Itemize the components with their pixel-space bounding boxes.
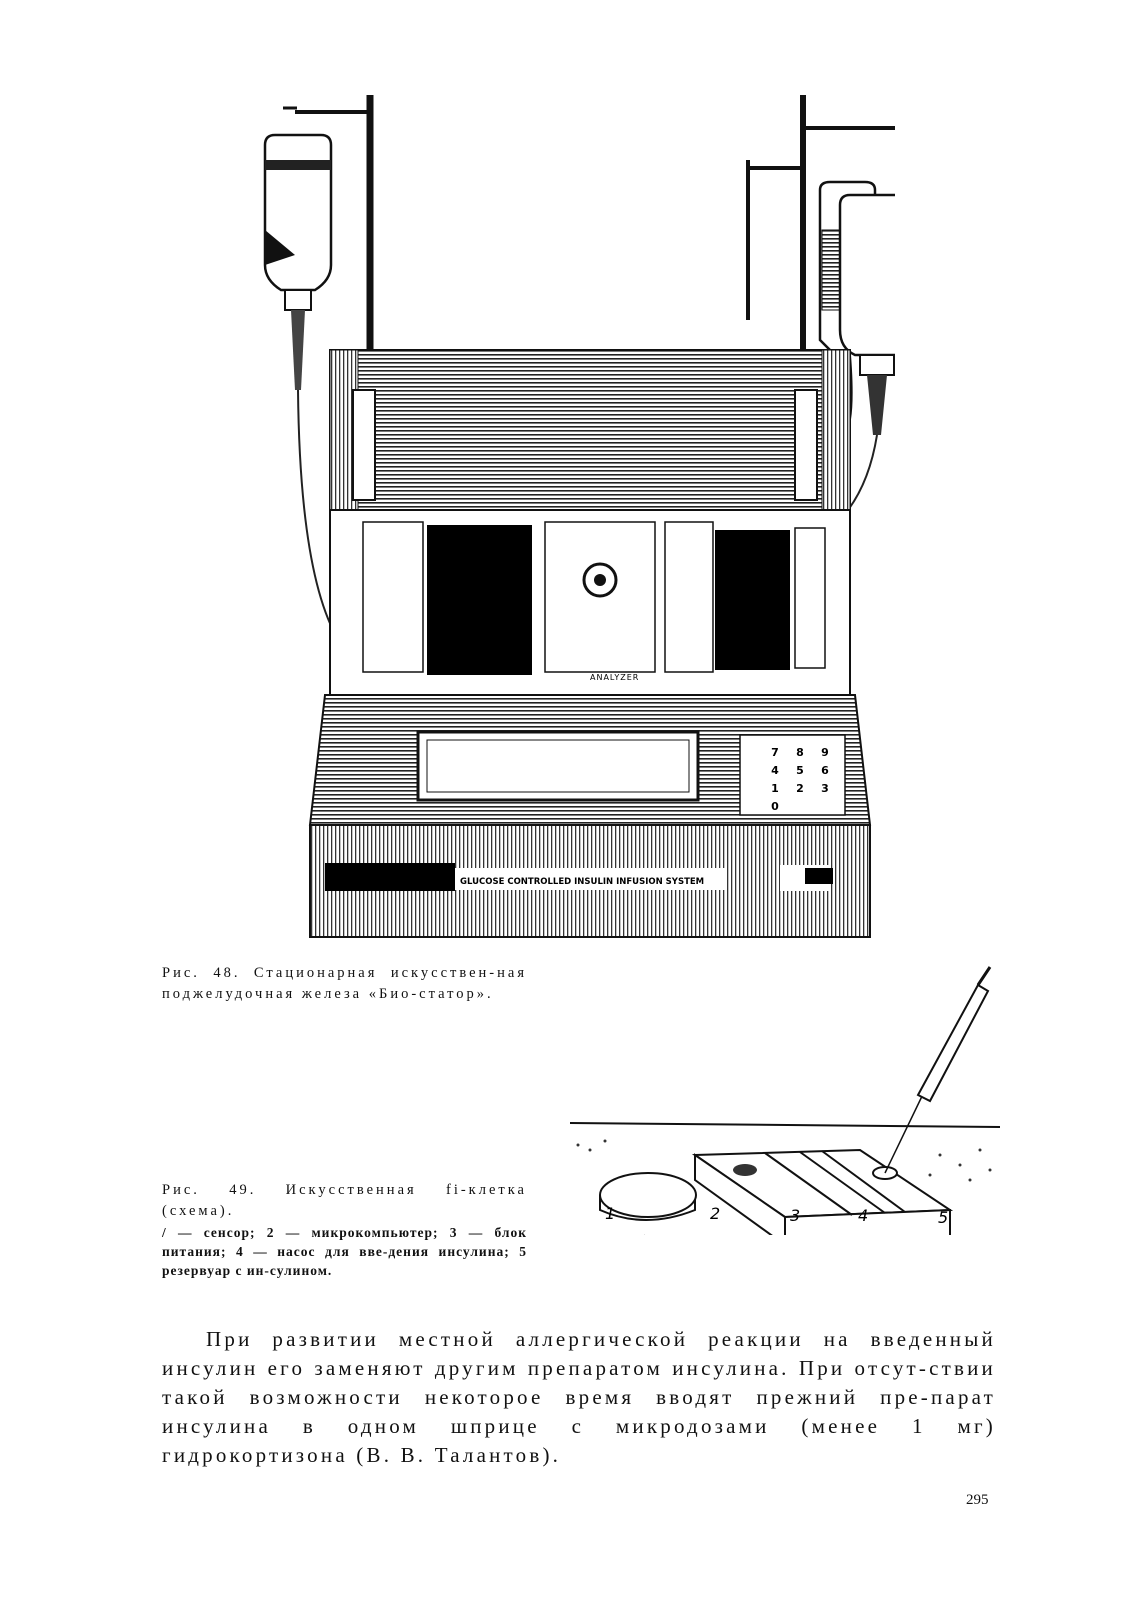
upper-housing <box>329 349 851 511</box>
label-3: 3 <box>790 1206 800 1225</box>
key-3: 3 <box>821 782 829 795</box>
keypad: 7 8 9 4 5 6 1 2 3 0 <box>771 746 829 813</box>
syringe <box>884 966 992 1174</box>
label-5: 5 <box>938 1208 948 1227</box>
key-4: 4 <box>771 764 779 777</box>
body-paragraph: При развитии местной аллергической реакц… <box>162 1325 996 1470</box>
page-number: 295 <box>966 1492 989 1508</box>
insulin-block <box>691 1148 954 1235</box>
key-7: 7 <box>771 746 779 759</box>
key-9: 9 <box>821 746 829 759</box>
label-2: 2 <box>710 1204 720 1223</box>
console: 7 8 9 4 5 6 1 2 3 0 GLUCOSE CONTROLLED I… <box>308 694 872 938</box>
biostator-illustration: ANALYZER 7 8 9 4 5 6 1 2 3 0 GLUCOSE CON… <box>263 95 895 938</box>
key-5: 5 <box>796 764 804 777</box>
beta-cell-scheme: 1 2 3 4 5 <box>569 966 1001 1235</box>
module-panel: ANALYZER <box>329 509 851 696</box>
body-paragraph-text: При развитии местной аллергической реакц… <box>162 1327 996 1467</box>
surface-dots <box>576 1139 992 1182</box>
key-6: 6 <box>821 764 829 777</box>
analyzer-label: ANALYZER <box>590 673 639 682</box>
label-1: 1 <box>605 1204 615 1223</box>
key-0: 0 <box>771 800 779 813</box>
figure-49-legend: / — сенсор; 2 — микрокомпьютер; 3 — блок… <box>162 1225 527 1278</box>
figure-49-caption: Рис. 49. Искусственная fi-клетка (схема)… <box>162 1182 527 1219</box>
sensor-disk <box>599 1172 697 1221</box>
figure-48-caption: Рис. 48. Стационарная искусствен-ная под… <box>162 965 527 1002</box>
key-8: 8 <box>796 746 804 759</box>
device-label: GLUCOSE CONTROLLED INSULIN INFUSION SYST… <box>460 877 704 887</box>
label-4: 4 <box>858 1206 868 1225</box>
key-2: 2 <box>796 782 804 795</box>
key-1: 1 <box>771 782 779 795</box>
